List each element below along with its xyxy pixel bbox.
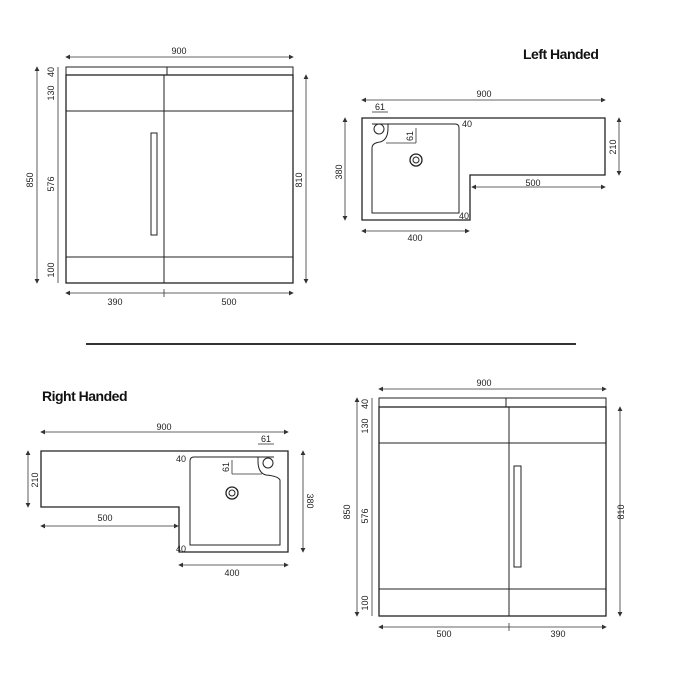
dim-left-width: 500 [436, 629, 451, 639]
cabinet-body [378, 406, 607, 617]
dim-rim-bottom: 40 [176, 544, 186, 554]
left-handed-cabinet-front: 900 850 40 130 576 100 810 390 500 [25, 46, 309, 307]
dim-width: 900 [476, 378, 491, 388]
worktop-slab [378, 397, 607, 408]
dim-plinth: 100 [46, 262, 56, 277]
dim-height-total: 850 [25, 172, 35, 187]
left-handed-title: Left Handed [523, 46, 598, 62]
dim-narrow-length: 500 [525, 178, 540, 188]
dim-right-width: 500 [221, 297, 236, 307]
cabinet-body [65, 74, 294, 284]
tap-hole-icon [262, 457, 274, 469]
dim-tap-depth: 61 [221, 462, 231, 472]
dim-door: 576 [360, 508, 370, 523]
dim-narrow-length: 500 [97, 513, 112, 523]
dim-left-width: 390 [107, 297, 122, 307]
dim-width: 900 [171, 46, 186, 56]
dim-tap-depth: 61 [405, 131, 415, 141]
dim-top: 40 [360, 399, 370, 409]
door-handle [513, 465, 522, 568]
right-handed-basin-top-view: 900 61 40 61 210 500 380 40 400 [25, 422, 315, 578]
dim-basin-width: 400 [407, 233, 422, 243]
dim-depth-narrow: 210 [30, 472, 40, 487]
dim-top: 40 [46, 67, 56, 77]
drain-icon [225, 486, 239, 500]
dim-height-body: 810 [616, 504, 626, 519]
dim-tap-offset: 61 [261, 434, 271, 444]
worktop-slab [65, 66, 294, 76]
drain-icon [409, 153, 423, 167]
door-handle [150, 132, 158, 236]
right-handed-title: Right Handed [42, 388, 127, 404]
dim-width: 900 [476, 89, 491, 99]
dim-rim-bottom: 40 [459, 211, 469, 221]
tap-hole-icon [373, 123, 385, 135]
dim-rim: 40 [176, 454, 186, 464]
dim-door: 576 [46, 176, 56, 191]
dim-basin-width: 400 [224, 568, 239, 578]
left-handed-basin-top-view: 900 61 40 61 210 500 380 40 400 [334, 89, 622, 243]
dim-drawer: 130 [46, 85, 56, 100]
dim-width: 900 [156, 422, 171, 432]
dim-drawer: 130 [360, 418, 370, 433]
dim-right-width: 390 [550, 629, 565, 639]
dim-plinth: 100 [360, 595, 370, 610]
dim-height-total: 850 [342, 504, 352, 519]
dim-rim: 40 [462, 119, 472, 129]
right-handed-cabinet-front: 900 850 40 130 576 100 810 500 390 [342, 378, 626, 639]
dim-height-body: 810 [294, 172, 304, 187]
dim-depth-total: 380 [334, 164, 344, 179]
dim-depth-total: 380 [305, 493, 315, 508]
dim-depth-narrow: 210 [608, 139, 618, 154]
dim-tap-offset: 61 [375, 102, 385, 112]
